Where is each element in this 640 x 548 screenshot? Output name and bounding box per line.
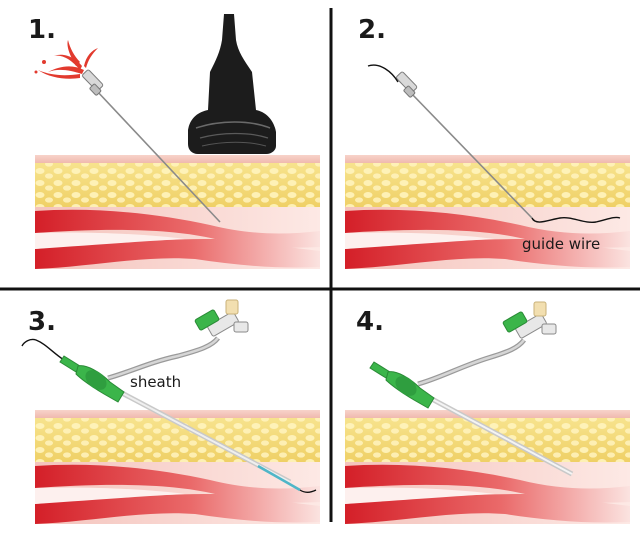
panel-4: 4. xyxy=(345,301,630,524)
step-number: 2. xyxy=(358,15,386,45)
stopcock-icon xyxy=(502,301,557,339)
stopcock-icon xyxy=(194,299,249,337)
step-number: 1. xyxy=(28,15,56,45)
sheath-hub-icon xyxy=(369,361,435,409)
sheath xyxy=(118,389,317,493)
side-port-tubing xyxy=(107,336,220,381)
sheath-label: sheath xyxy=(130,373,181,391)
step-number: 4. xyxy=(356,307,384,337)
guide-wire xyxy=(367,64,621,224)
sheath-hub-icon xyxy=(59,355,125,403)
panel-3: sheath 3. xyxy=(21,299,320,524)
panel-2: guide wire 2. xyxy=(345,15,630,269)
needle xyxy=(82,69,221,223)
tissue-section xyxy=(35,155,320,269)
step-number: 3. xyxy=(28,307,56,337)
sheath xyxy=(428,395,574,477)
guide-wire-label: guide wire xyxy=(522,235,600,253)
side-port-tubing xyxy=(417,338,526,387)
needle xyxy=(396,71,533,219)
panel-1: 1. xyxy=(28,14,320,269)
blood-spurt-icon xyxy=(34,40,98,79)
tissue-section xyxy=(35,410,320,524)
guide-wire xyxy=(21,338,65,361)
ultrasound-probe-icon xyxy=(188,14,276,154)
